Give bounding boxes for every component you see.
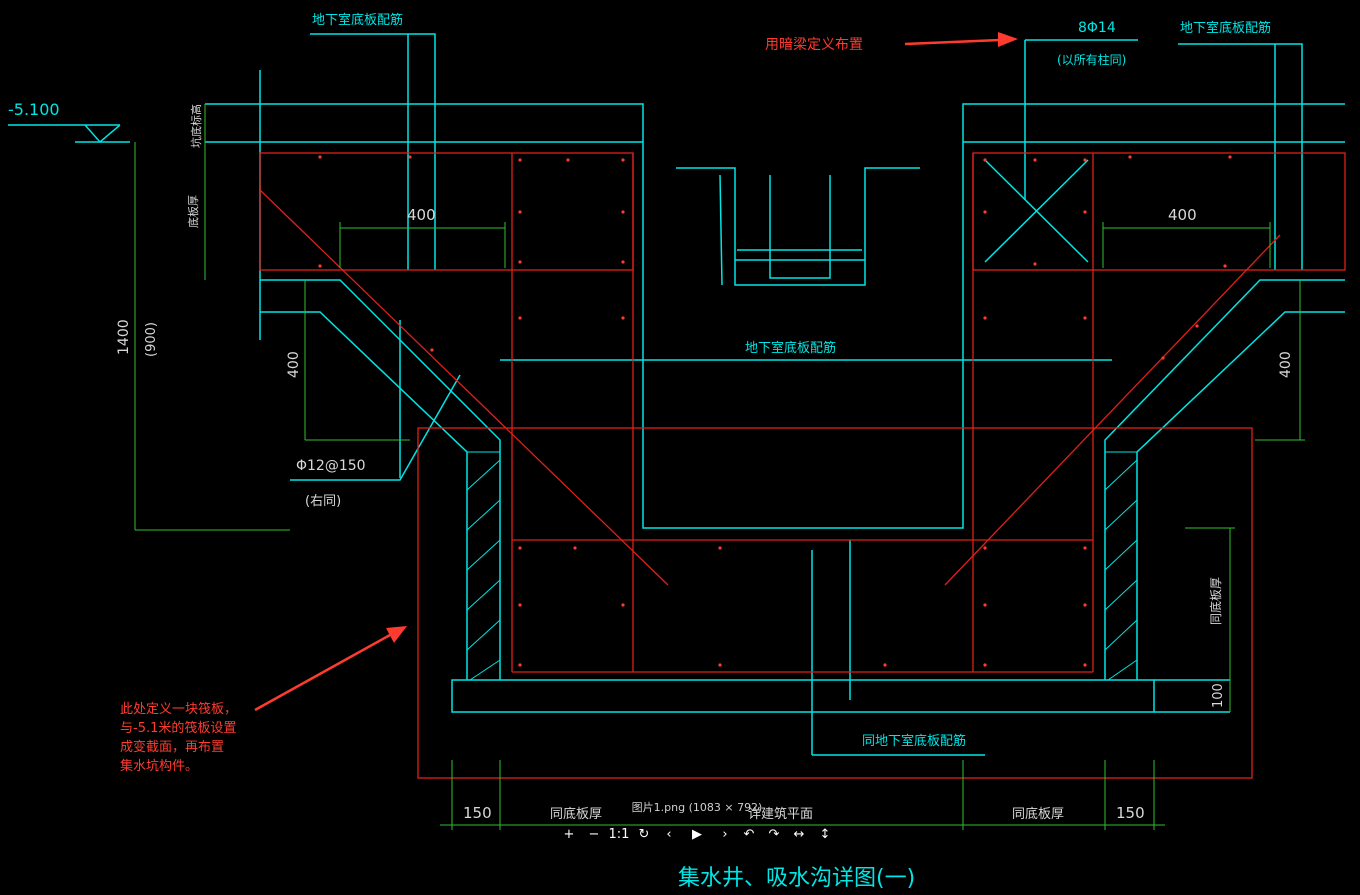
play-icon: ▶: [692, 827, 702, 842]
rebar-lines: [259, 152, 1346, 779]
zoom-in-button[interactable]: +: [564, 827, 575, 842]
vertical-label-right: 同底板厚: [1208, 577, 1223, 625]
annotation-arrows: [254, 32, 1018, 712]
dimension-lines: [134, 104, 1305, 830]
fit-width-button[interactable]: ↔: [794, 827, 805, 842]
redo-icon: ↷: [769, 827, 781, 842]
zoom-out-icon: −: [589, 827, 600, 842]
play-button[interactable]: ▶: [692, 827, 702, 842]
dim-400-left: 400: [407, 206, 436, 224]
label-top-rebar-note: (以所有柱同): [1057, 52, 1126, 67]
previous-icon: ‹: [666, 827, 671, 842]
bottom-label-center: 详建筑平面: [748, 806, 813, 822]
zoom-in-icon: +: [564, 827, 575, 842]
vertical-label-1: 坑底标高: [189, 104, 203, 148]
label-bottom: 同地下室底板配筋: [862, 733, 966, 749]
dim-150-right: 150: [1116, 804, 1145, 822]
image-caption: 图片1.png (1083 × 792): [632, 801, 763, 814]
elevation-label: -5.100: [8, 100, 60, 119]
bottom-label-right: 同底板厚: [1012, 806, 1064, 822]
label-mid: 地下室底板配筋: [745, 340, 836, 356]
redo-button[interactable]: ↷: [769, 827, 781, 842]
annotation-bottom: 此处定义一块筏板， 与-5.1米的筏板设置 成变截面，再布置 集水坑构件。: [120, 701, 237, 774]
annotation-line-3: 成变截面，再布置: [120, 739, 224, 755]
fit-height-icon: ↕: [820, 827, 831, 842]
drawing-labels: -5.100 地下室底板配筋 地下室底板配筋 8Φ14 (以所有柱同) 用暗梁定…: [8, 12, 1294, 891]
vertical-label-2: 底板厚: [186, 195, 200, 228]
rebar-left: Φ12@150: [296, 458, 366, 474]
drawing-title: 集水井、吸水沟详图(一): [678, 866, 915, 891]
zoom-out-button[interactable]: −: [589, 827, 600, 842]
label-top-right: 地下室底板配筋: [1180, 20, 1271, 36]
label-top-left: 地下室底板配筋: [312, 12, 403, 28]
dim-150-left: 150: [463, 804, 492, 822]
structure-outline: [8, 33, 1345, 756]
viewer-toolbar: +−1:1 ↻ ‹ ▶ › ↶ ↷ ↔ ↕: [564, 827, 831, 842]
dim-1400: 1400: [116, 319, 132, 355]
next-icon: ›: [722, 827, 727, 842]
undo-icon: ↶: [744, 827, 755, 842]
rotate-button[interactable]: ↻: [639, 827, 650, 842]
annotation-line-4: 集水坑构件。: [120, 758, 198, 774]
dim-400-vright: 400: [1278, 351, 1294, 378]
dim-400-vleft: 400: [286, 351, 302, 378]
annotation-line-1: 此处定义一块筏板，: [120, 701, 237, 717]
actual-size-button[interactable]: 1:1: [609, 827, 630, 842]
annotation-line-2: 与-5.1米的筏板设置: [120, 720, 236, 736]
previous-button[interactable]: ‹: [666, 827, 671, 842]
bottom-label-left: 同底板厚: [550, 806, 602, 822]
fit-width-icon: ↔: [794, 827, 805, 842]
rotate-icon: ↻: [639, 827, 650, 842]
undo-button[interactable]: ↶: [744, 827, 755, 842]
fit-height-button[interactable]: ↕: [820, 827, 831, 842]
dim-100: 100: [1211, 683, 1226, 708]
dim-400-right: 400: [1168, 206, 1197, 224]
rebar-dots: [318, 155, 1232, 667]
actual-size-icon: 1:1: [609, 827, 630, 842]
hatched-walls: [466, 451, 1138, 681]
rebar-left-note: (右同): [305, 494, 341, 509]
label-top-rebar: 8Φ14: [1078, 20, 1116, 36]
dim-900: (900): [144, 322, 159, 357]
next-button[interactable]: ›: [722, 827, 727, 842]
annotation-top: 用暗梁定义布置: [765, 37, 863, 53]
